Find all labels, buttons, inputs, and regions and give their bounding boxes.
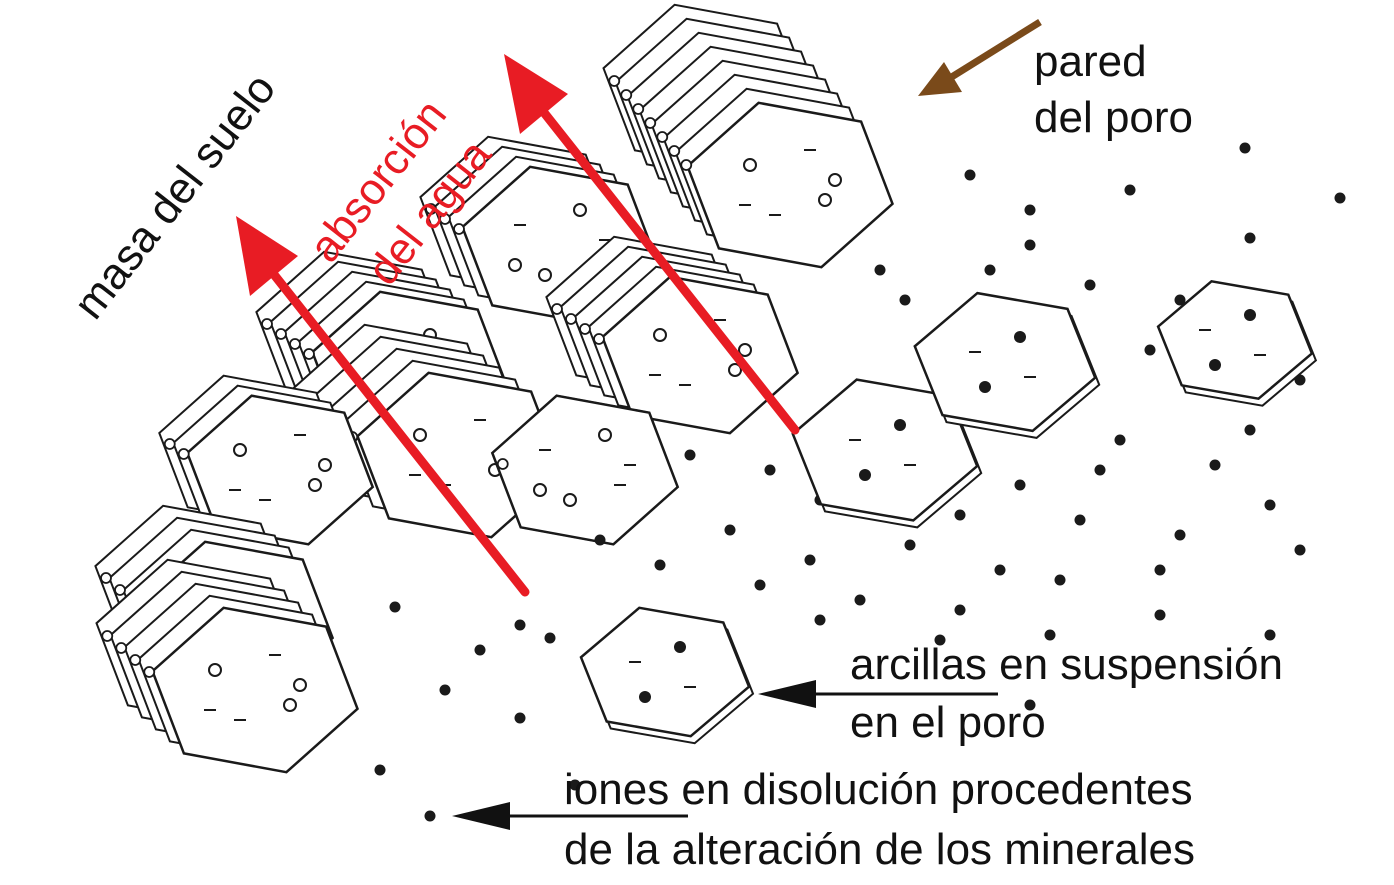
ion-dot [1014, 479, 1026, 491]
ion-dot [899, 294, 911, 306]
ion-dot [1294, 544, 1306, 556]
ion-dot [1144, 344, 1156, 356]
ion-dot [389, 601, 401, 613]
ion-dot [514, 712, 526, 724]
ion-dot [964, 169, 976, 181]
absorption-arrow-left [267, 267, 530, 597]
ion-dot [1174, 294, 1186, 306]
absorption-arrow-right [537, 105, 800, 435]
ion-dot [1124, 184, 1136, 196]
ion-dot [814, 614, 826, 626]
ion-dot [439, 684, 451, 696]
absorption-arrowhead-right [504, 54, 568, 134]
ion-dot [984, 264, 996, 276]
clay-plate [791, 378, 983, 529]
suspended-clays-line-1: arcillas en suspensión [850, 640, 1283, 689]
ion-dot [854, 594, 866, 606]
ion-dot [1154, 564, 1166, 576]
dissolved-ions-label: iones en disolución procedentes de la al… [564, 760, 1195, 880]
ion-dot [1114, 434, 1126, 446]
absorption-arrowhead-left [236, 216, 298, 296]
ion-dot [764, 464, 776, 476]
ion-dot [1094, 464, 1106, 476]
ion-dot [804, 554, 816, 566]
clay-pointer-arrow [758, 680, 998, 708]
dissolved-ions-line-2: de la alteración de los minerales [564, 825, 1196, 874]
suspended-clay-plates [579, 279, 1318, 745]
ion-dot [684, 449, 696, 461]
ion-dot [954, 604, 966, 616]
ion-dot [1054, 574, 1066, 586]
clay-plate [913, 291, 1101, 439]
ion-dot [1239, 142, 1251, 154]
clay-aggregates [94, 3, 894, 774]
ion-dot [1334, 192, 1346, 204]
ion-dot [544, 632, 556, 644]
clay-stack [545, 235, 800, 435]
dissolved-ion-dots [374, 142, 1346, 822]
ion-dot [1174, 529, 1186, 541]
clay-stack [158, 374, 375, 546]
ion-dot [1244, 232, 1256, 244]
ion-dot [954, 509, 966, 521]
clay-stack [490, 394, 680, 546]
ion-dot [1024, 204, 1036, 216]
ion-dot [374, 764, 386, 776]
pore-wall-line-1: pared [1034, 37, 1147, 86]
ion-dot [1209, 459, 1221, 471]
suspended-clays-line-2: en el poro [850, 698, 1046, 747]
ion-dot [1074, 514, 1086, 526]
ion-dot [594, 534, 606, 546]
clay-stack [95, 558, 359, 774]
ion-dot [569, 779, 581, 791]
water-absorption-arrows [236, 54, 800, 597]
pore-wall-label: pared del poro [1034, 34, 1193, 146]
clay-stack [602, 3, 894, 269]
ion-dot [1154, 609, 1166, 621]
ion-dot [1024, 239, 1036, 251]
ion-dot [994, 564, 1006, 576]
ion-dot [724, 524, 736, 536]
ion-dot [934, 634, 946, 646]
pore-wall-arrow [918, 19, 1042, 96]
pore-wall-line-2: del poro [1034, 93, 1194, 142]
ion-dot [1244, 424, 1256, 436]
ion-dot [1084, 279, 1096, 291]
suspended-clays-label: arcillas en suspensión en el poro [850, 636, 1283, 752]
ion-dot [1024, 699, 1036, 711]
dissolved-ions-line-1: iones en disolución procedentes [564, 765, 1193, 814]
clay-plate [1156, 279, 1318, 407]
ion-dot [754, 579, 766, 591]
ion-dot [1044, 629, 1056, 641]
ion-dot [424, 810, 436, 822]
ion-dot [474, 644, 486, 656]
clay-plate [579, 606, 755, 745]
ion-dot [514, 619, 526, 631]
ion-dot [654, 559, 666, 571]
ion-pointer-arrow [452, 802, 688, 830]
ion-dot [1264, 499, 1276, 511]
ion-dot [874, 264, 886, 276]
ion-dot [1264, 629, 1276, 641]
ion-dot [904, 539, 916, 551]
